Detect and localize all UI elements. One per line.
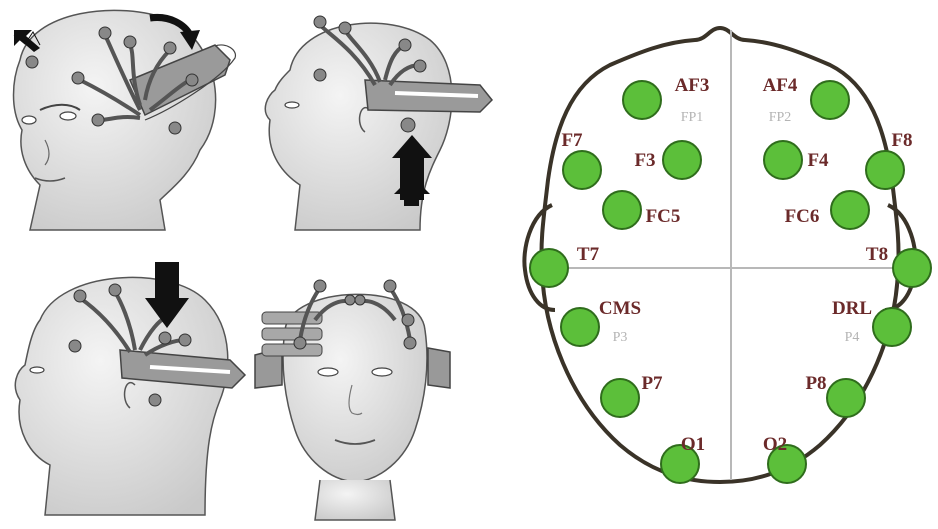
electrode-marker [866,151,904,189]
headset-fit-side-pressing-icon [15,262,245,515]
electrode-label: P7 [641,373,663,394]
electrode-label: F3 [634,150,655,171]
reference-position-label: FP2 [769,110,792,125]
electrode-label: F4 [807,150,829,171]
electrode-marker [563,151,601,189]
electrode-marker [827,379,865,417]
electrode-label: AF3 [675,75,710,96]
headset-fit-front-icon [14,10,236,230]
electrode-marker [831,191,869,229]
fitting-illustrations-svg [0,0,500,525]
headset-front-view-icon [255,280,450,520]
arrow-icon [155,262,179,300]
electrode-marker [603,191,641,229]
electrode-marker [764,141,802,179]
electrode-label: FC5 [646,206,681,227]
electrode-marker [601,379,639,417]
electrode-marker [893,249,931,287]
electrode-marker [530,249,568,287]
electrode-label: T7 [577,244,600,265]
reference-position-label: FP1 [681,110,704,125]
electrode-label: P8 [805,373,826,394]
reference-position-label: P3 [613,330,628,345]
electrode-marker [873,308,911,346]
electrode-label: DRL [832,298,872,319]
headset-fit-side-icon [265,16,492,230]
electrode-label: F8 [891,130,912,151]
electrode-marker [561,308,599,346]
arrow-icon [400,155,424,200]
electrode-label: O1 [681,434,705,455]
electrode-marker [623,81,661,119]
electrode-label: FC6 [785,206,820,227]
electrode-label: CMS [599,298,641,319]
electrode-label: T8 [866,244,888,265]
headset-fitting-illustrations [0,0,500,525]
electrode-marker [811,81,849,119]
electrode-label: AF4 [763,75,798,96]
electrode-marker [663,141,701,179]
reference-position-label: P4 [845,330,860,345]
electrode-label: F7 [561,130,583,151]
electrode-label: O2 [763,434,787,455]
